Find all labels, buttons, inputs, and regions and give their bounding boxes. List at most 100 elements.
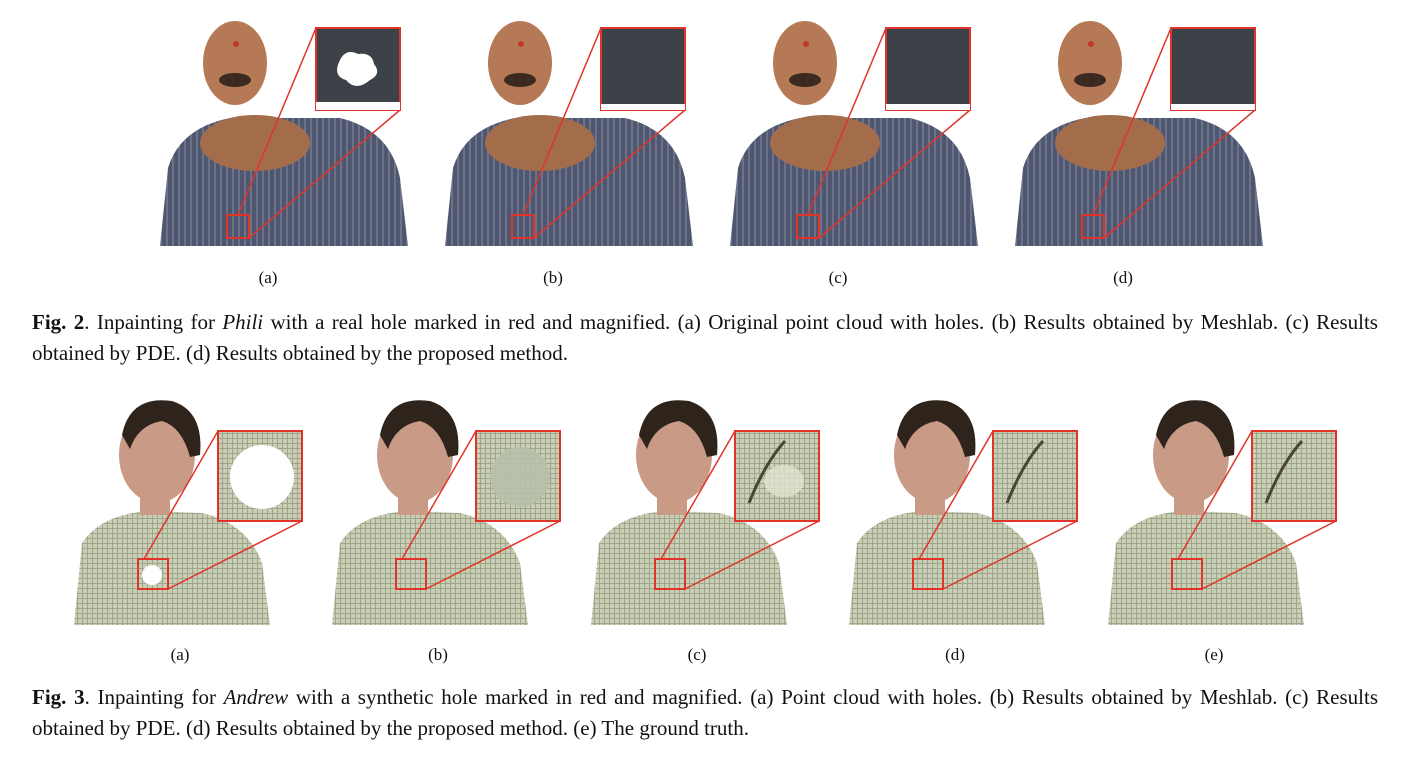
fig2-sublabel-d: (d)	[1113, 268, 1133, 287]
fig3-sublabel-b: (b)	[428, 645, 448, 664]
inset-edge	[601, 104, 685, 110]
hair	[639, 400, 718, 457]
hair	[380, 400, 459, 457]
andrew-point-cloud-image	[849, 400, 1078, 625]
fig3-caption: Fig. 3. Inpainting for Andrew with a syn…	[32, 682, 1378, 744]
andrew-point-cloud-image	[74, 400, 303, 625]
zoom-line	[425, 520, 561, 590]
hands	[200, 115, 310, 171]
hair	[897, 400, 976, 457]
shirt-fold	[747, 439, 787, 504]
fig2-panel-c	[730, 18, 980, 248]
fig3-panel-a	[72, 393, 307, 628]
mouth	[219, 73, 251, 87]
shirt	[74, 511, 270, 625]
fig2-caption-post: with a real hole marked in red and magni…	[32, 310, 1378, 365]
zoom-line	[167, 520, 303, 590]
andrew-point-cloud-image	[1108, 400, 1337, 625]
fig3-panel-c	[589, 393, 824, 628]
magnified-inset	[600, 27, 686, 111]
fig2-caption-pre: . Inpainting for	[84, 310, 223, 334]
zoom-line	[1201, 520, 1337, 590]
fig3-panel-d	[847, 393, 1082, 628]
fig3-caption-pre: . Inpainting for	[84, 685, 224, 709]
hair	[1156, 400, 1235, 457]
fig2-panel-b	[445, 18, 695, 248]
hole-marker	[654, 558, 686, 590]
forehead-mark	[1088, 41, 1094, 47]
head	[773, 21, 837, 105]
zoom-line	[143, 430, 219, 560]
zoom-line	[807, 27, 887, 216]
head	[488, 21, 552, 105]
fig3-sublabel-a: (a)	[170, 645, 190, 664]
shirt	[332, 511, 528, 625]
fig2-sublabel-c: (c)	[828, 268, 848, 287]
shirt	[1108, 511, 1304, 625]
hole-region	[230, 445, 294, 509]
hole-region	[337, 52, 378, 86]
head	[1058, 21, 1122, 105]
head	[203, 21, 267, 105]
zoom-line	[660, 430, 736, 560]
figure-2-images	[0, 18, 1420, 248]
fig3-sublabel-e: (e)	[1204, 645, 1224, 664]
filled-region	[764, 465, 804, 497]
hole-marker	[137, 558, 169, 590]
magnified-inset	[885, 27, 971, 111]
hole-region	[142, 565, 162, 585]
fig2-caption-label: Fig. 2	[32, 310, 85, 334]
fig3-caption-post: with a synthetic hole marked in red and …	[32, 685, 1378, 740]
phili-point-cloud-image	[160, 21, 408, 246]
fig2-panel-d	[1015, 18, 1265, 248]
fig3-caption-name: Andrew	[223, 685, 289, 709]
fig3-sublabel-c: (c)	[687, 645, 707, 664]
shirt-fold	[1005, 439, 1045, 504]
zoom-line	[237, 27, 317, 216]
andrew-point-cloud-image	[591, 400, 820, 625]
inset-edge	[886, 104, 970, 110]
phili-point-cloud-image	[730, 21, 978, 246]
inset-edge	[1171, 104, 1255, 110]
magnified-inset	[1170, 27, 1256, 111]
zoom-line	[918, 430, 994, 560]
fig2-caption-name: Phili	[222, 310, 264, 334]
magnified-inset	[992, 430, 1078, 522]
fig2-panel-a	[160, 18, 410, 248]
hole-marker	[912, 558, 944, 590]
hole-edge	[316, 102, 400, 110]
hole-marker	[395, 558, 427, 590]
zoom-line	[1177, 430, 1253, 560]
zoom-line	[684, 520, 820, 590]
shirt	[849, 511, 1045, 625]
figure-3-images	[0, 393, 1420, 633]
fig2-sublabel-a: (a)	[258, 268, 278, 287]
phili-point-cloud-image	[1015, 21, 1263, 246]
zoom-line	[1103, 109, 1256, 239]
zoom-line	[533, 109, 686, 239]
andrew-point-cloud-image	[332, 400, 561, 625]
hands	[1055, 115, 1165, 171]
mouth	[789, 73, 821, 87]
shirt	[591, 511, 787, 625]
forehead-mark	[233, 41, 239, 47]
filled-region	[490, 447, 550, 507]
zoom-line	[1092, 27, 1172, 216]
forehead-mark	[518, 41, 524, 47]
zoom-line	[522, 27, 602, 216]
fig3-panel-e	[1106, 393, 1341, 628]
hole-marker	[1171, 558, 1203, 590]
fig2-sublabel-b: (b)	[543, 268, 563, 287]
hands	[770, 115, 880, 171]
fig2-caption: Fig. 2. Inpainting for Phili with a real…	[32, 307, 1378, 369]
zoom-line	[248, 109, 401, 239]
zoom-line	[401, 430, 477, 560]
fig3-panel-b	[330, 393, 565, 628]
fig3-sublabel-d: (d)	[945, 645, 965, 664]
mouth	[504, 73, 536, 87]
zoom-line	[942, 520, 1078, 590]
hair	[122, 400, 201, 457]
zoom-line	[818, 109, 971, 239]
mouth	[1074, 73, 1106, 87]
phili-point-cloud-image	[445, 21, 693, 246]
